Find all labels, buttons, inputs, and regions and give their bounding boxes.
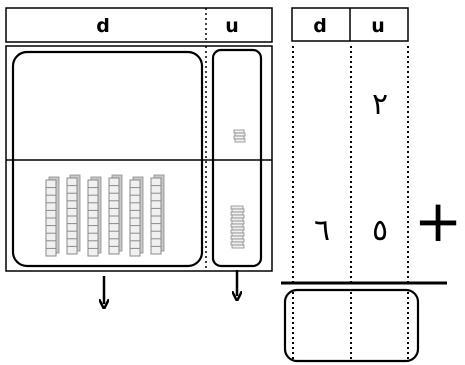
right-column-addition: d u ٢ ٦ ٥ +: [281, 7, 463, 363]
unit-cube: [230, 211, 244, 216]
right-header-units: u: [371, 15, 385, 37]
unit-cube: [234, 132, 246, 137]
tens-rod: [66, 174, 81, 255]
unit-cube: [230, 241, 244, 246]
unit-cube: [234, 138, 246, 143]
tens-grouping-outline: [11, 50, 204, 268]
tens-rods-group: [45, 174, 165, 257]
unit-cube: [231, 214, 245, 219]
unit-cube-stack: [230, 205, 245, 249]
left-header-box: [5, 7, 273, 43]
units-grouping-outline: [211, 48, 263, 268]
row2-units-digit: ٥: [372, 213, 388, 248]
unit-cube-stack: [233, 129, 246, 143]
left-place-value-table: d u: [5, 7, 273, 304]
tens-rod: [129, 176, 144, 257]
tens-rod: [150, 174, 165, 255]
unit-cube: [230, 235, 244, 240]
unit-cube: [231, 226, 245, 231]
unit-cube: [230, 205, 244, 210]
unit-cube: [231, 244, 245, 249]
unit-cube: [231, 238, 245, 243]
plus-sign: +: [414, 187, 463, 255]
unit-cube: [230, 217, 244, 222]
unit-cube: [233, 135, 245, 140]
unit-cube: [230, 223, 244, 228]
unit-cubes-group: [230, 129, 246, 249]
right-header-tens: d: [313, 15, 327, 37]
tens-rod: [108, 174, 123, 255]
tens-rod: [45, 176, 60, 257]
unit-cube: [231, 232, 245, 237]
unit-cube: [233, 129, 245, 134]
unit-cube: [231, 220, 245, 225]
tens-rod: [87, 176, 102, 257]
left-header-tens: d: [96, 15, 110, 37]
unit-cube: [231, 208, 245, 213]
row2-tens-digit: ٦: [314, 213, 330, 248]
left-header-units: u: [225, 15, 239, 37]
result-box[interactable]: [283, 288, 420, 363]
unit-cube: [230, 229, 244, 234]
row1-units-digit: ٢: [372, 87, 388, 122]
